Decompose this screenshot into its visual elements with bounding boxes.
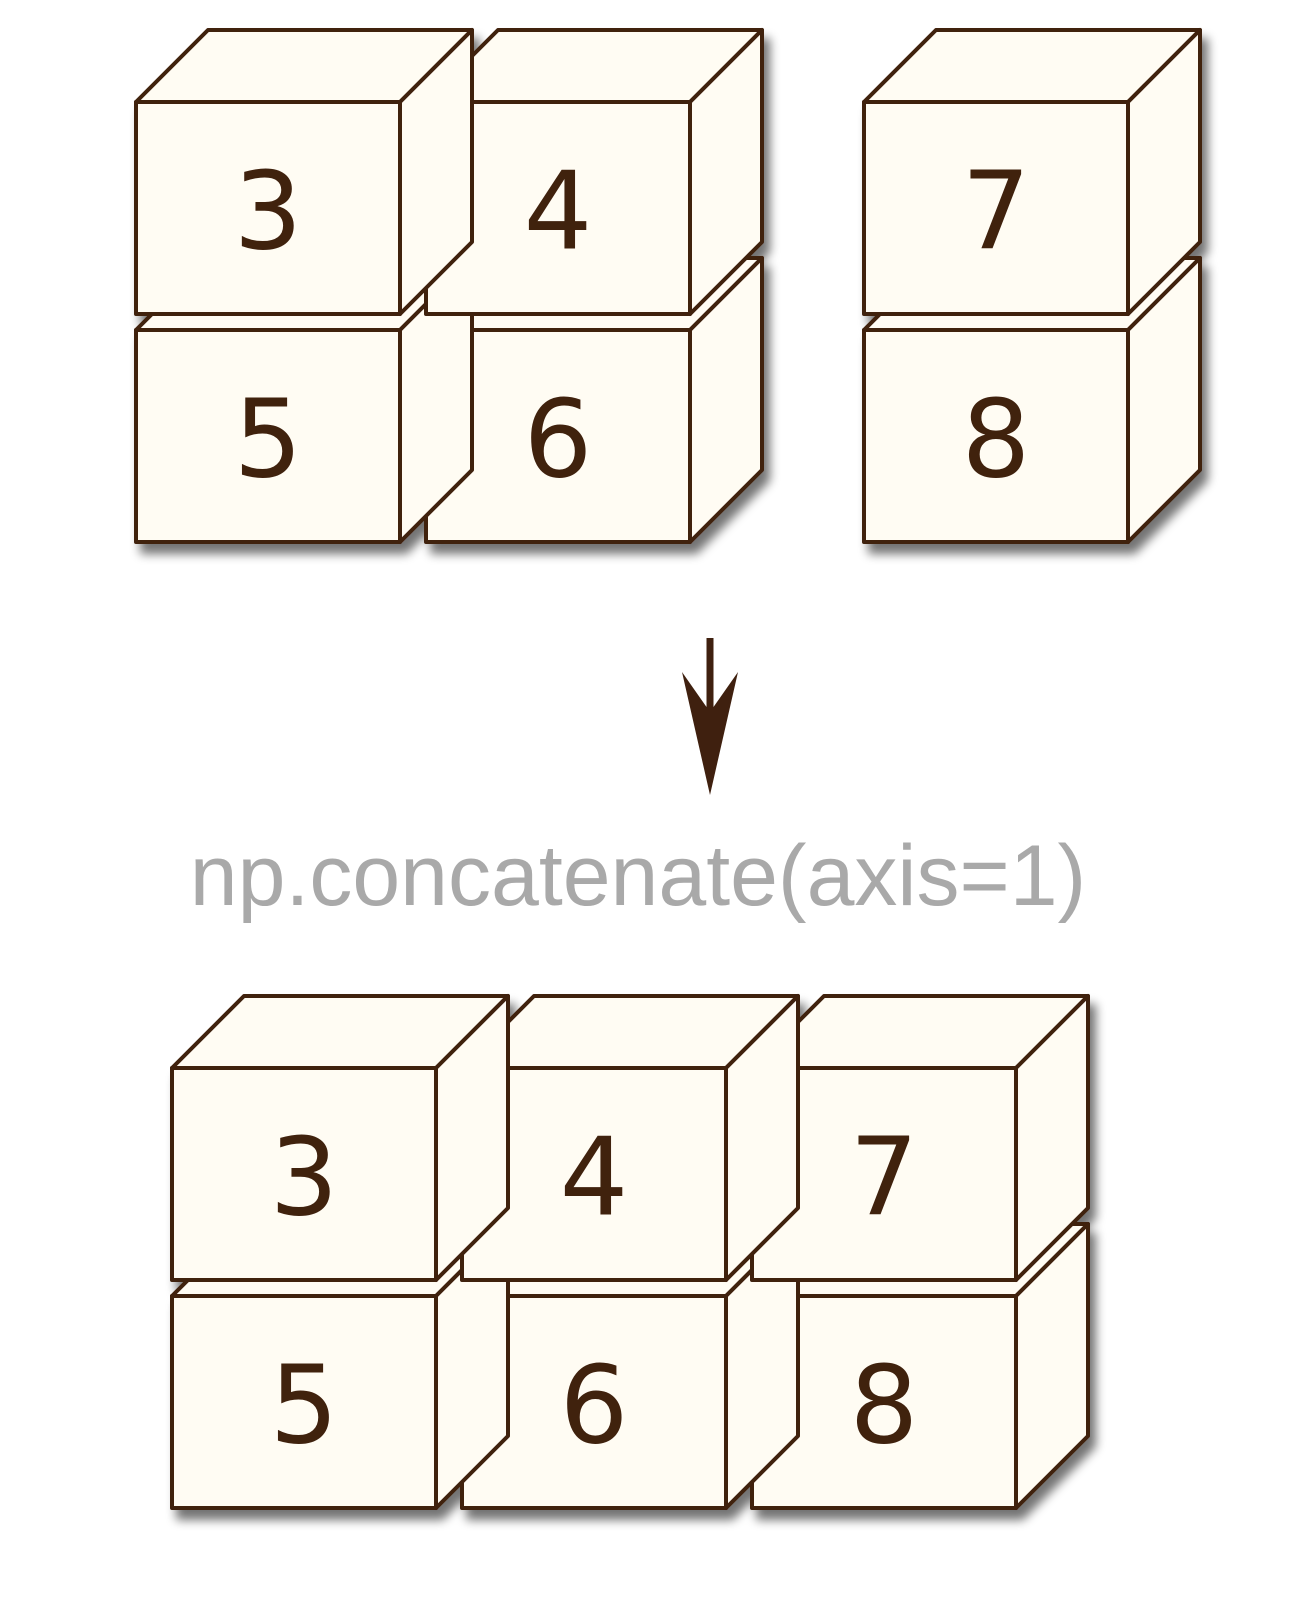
cube-front-face [862,328,1130,544]
cell-value: 4 [560,1116,629,1241]
array-cell: 3 [134,28,474,316]
cell-value: 5 [234,378,303,503]
output-array: 8 6 5 7 4 3 [170,994,1090,1510]
cell-value: 6 [524,378,593,503]
array-cell: 4 [460,994,800,1282]
cell-value: 5 [270,1344,339,1469]
cube-front-face [134,100,402,316]
cube-front-face [170,1066,438,1282]
cell-value: 3 [234,150,303,275]
input-array-left: 6 5 4 3 [134,28,764,544]
operation-label: np.concatenate(axis=1) [190,828,1086,924]
cube-front-face [862,100,1130,316]
cell-value: 7 [850,1116,919,1241]
array-cell: 3 [170,994,510,1282]
array-cell: 7 [862,28,1202,316]
cell-value: 8 [962,378,1031,503]
arrow-down-icon [682,638,738,795]
cell-value: 4 [524,150,593,275]
cell-value: 6 [560,1344,629,1469]
cell-value: 3 [270,1116,339,1241]
cube-front-face [134,328,402,544]
array-cell: 7 [750,994,1090,1282]
array-cell: 4 [424,28,764,316]
input-array-right: 87 [862,28,1202,544]
cube-front-face [170,1294,438,1510]
cell-value: 7 [962,150,1031,275]
cell-value: 8 [850,1344,919,1469]
